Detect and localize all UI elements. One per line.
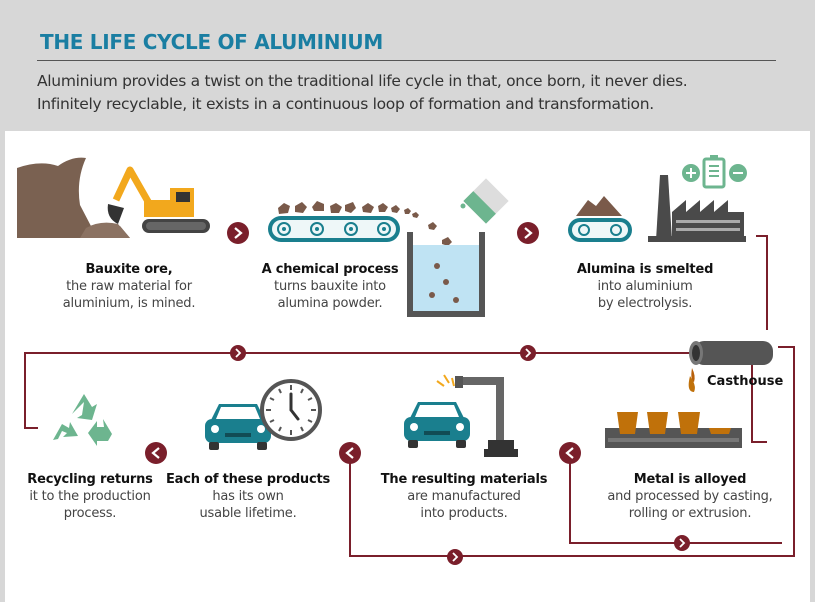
step-text: by electrolysis. <box>597 296 693 311</box>
chimney <box>656 175 672 240</box>
flask-icon <box>463 178 509 224</box>
car-icon <box>404 402 470 448</box>
arrow-right-badge <box>227 222 249 244</box>
step-heading: Metal is alloyed <box>633 472 747 487</box>
step-text: aluminium, is mined. <box>62 296 196 311</box>
molten-drop <box>688 376 695 392</box>
step-lifetime-caption: Each of these products has its own usabl… <box>162 471 334 522</box>
arrow-right-small-badge <box>674 535 690 551</box>
excavator-icon <box>17 157 210 238</box>
step-chemical-caption: A chemical process turns bauxite into al… <box>245 261 415 312</box>
tank-walls <box>407 232 485 317</box>
flow-line-inner-right <box>751 346 767 443</box>
arrow-badges <box>145 222 690 565</box>
arrow-left-badge <box>145 442 167 464</box>
lifecycle-diagram <box>17 155 795 565</box>
step-heading: Each of these products <box>165 472 331 487</box>
ore-pile <box>80 222 130 238</box>
step-alloy-caption: Metal is alloyed and processed by castin… <box>590 471 790 522</box>
arrow-left-badge <box>559 442 581 464</box>
flow-line-smelter-to-casthouse <box>756 235 768 330</box>
step-text: usable lifetime. <box>199 506 297 521</box>
step-bauxite-caption: Bauxite ore, the raw material for alumin… <box>45 261 213 312</box>
casthouse-pipe-icon <box>688 341 773 392</box>
mold-1 <box>617 412 638 434</box>
arrow-right-small-badge <box>230 345 246 361</box>
clock-icon <box>260 379 322 441</box>
step-text: alumina powder. <box>277 296 383 311</box>
step-text: process. <box>63 506 117 521</box>
diagram-panel: Bauxite ore, the raw material for alumin… <box>5 131 810 602</box>
excavator-bucket <box>107 204 124 224</box>
step-text: rolling or extrusion. <box>628 506 752 521</box>
mold-2 <box>647 412 668 434</box>
smelter-factory-icon <box>568 155 747 242</box>
arrow-left-badge <box>339 442 361 464</box>
tank-liquid <box>413 245 479 311</box>
arrow-right-small-badge <box>447 549 463 565</box>
casting-molds-icon <box>605 412 742 448</box>
step-text: are manufactured <box>407 489 521 504</box>
recycle-icon <box>53 394 112 446</box>
page-title: THE LIFE CYCLE OF ALUMINIUM <box>40 30 383 54</box>
alumina-pile <box>576 196 622 216</box>
step-heading: The resulting materials <box>380 472 548 487</box>
step-heading: A chemical process <box>261 262 399 277</box>
earth-hill <box>17 157 130 238</box>
mold-4 <box>709 428 731 434</box>
excavator-window <box>176 192 190 202</box>
intro-text: Aluminium provides a twist on the tradit… <box>37 70 797 116</box>
step-text: and processed by casting, <box>607 489 773 504</box>
robot-arm <box>458 377 504 442</box>
conveyor-tank-icon <box>268 178 509 317</box>
step-recycle-caption: Recycling returns it to the production p… <box>19 471 161 522</box>
flow-line-outer-right <box>349 346 795 557</box>
step-text: it to the production <box>29 489 151 504</box>
intro-line-1: Aluminium provides a twist on the tradit… <box>37 72 688 90</box>
flow-lines <box>24 235 795 557</box>
plus-icon <box>682 164 700 182</box>
step-text: the raw material for <box>66 279 192 294</box>
step-heading: Alumina is smelted <box>576 262 714 277</box>
excavator-arm <box>112 166 154 207</box>
step-text: into products. <box>420 506 508 521</box>
step-heading: Recycling returns <box>27 472 153 487</box>
step-text: into aluminium <box>597 279 693 294</box>
robot-base <box>488 440 514 450</box>
robot-arm-car-icon <box>404 374 518 457</box>
car-clock-icon <box>205 379 322 450</box>
ore-rocks <box>278 201 419 218</box>
minus-icon <box>729 164 747 182</box>
arrow-right-badge <box>517 222 539 244</box>
title-divider <box>37 60 776 61</box>
step-manufacture-caption: The resulting materials are manufactured… <box>369 471 559 522</box>
battery-icon <box>702 155 726 189</box>
flow-line-bottom <box>569 455 782 544</box>
step-heading: Bauxite ore, <box>85 262 173 277</box>
intro-line-2: Infinitely recyclable, it exists in a co… <box>37 95 654 113</box>
arrow-right-small-badge <box>520 345 536 361</box>
flow-line-top-loop <box>24 352 690 429</box>
pipe <box>694 341 773 365</box>
step-text: turns bauxite into <box>274 279 386 294</box>
car-icon <box>205 404 271 450</box>
molten-drop <box>691 368 695 382</box>
spark-lines <box>436 374 455 387</box>
step-text: has its own <box>212 489 284 504</box>
casthouse-label: Casthouse <box>707 374 784 389</box>
mold-3 <box>678 412 700 434</box>
step-smelt-caption: Alumina is smelted into aluminium by ele… <box>559 261 731 312</box>
